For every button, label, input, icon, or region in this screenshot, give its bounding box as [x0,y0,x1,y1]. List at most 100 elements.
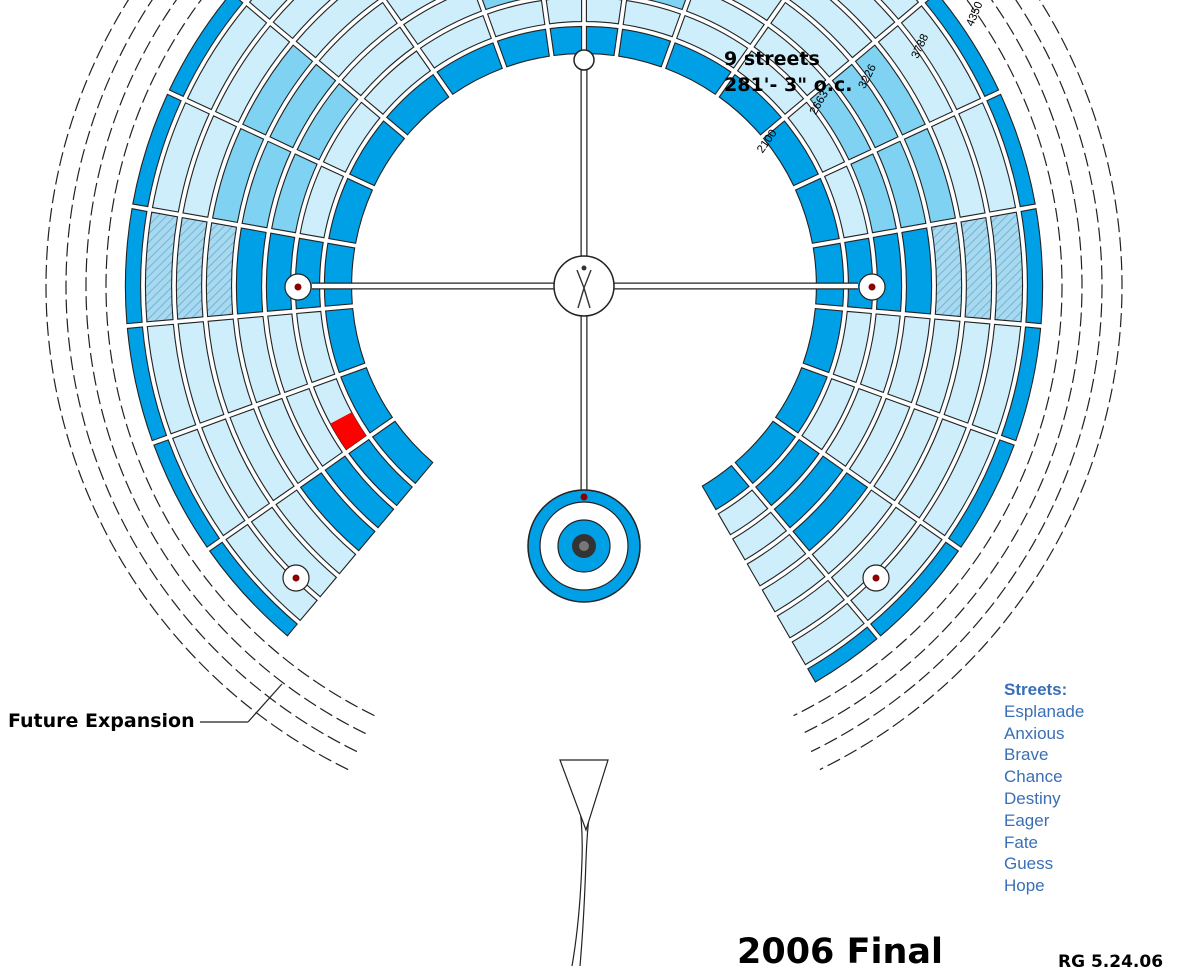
city-block [153,439,221,548]
city-block [900,5,982,111]
city-block [235,227,267,315]
city-block [832,310,872,384]
city-block [770,1,850,78]
city-block [257,397,320,485]
city-block [171,428,246,537]
city-block [385,0,437,22]
man-head-icon [581,265,587,271]
city-block [773,455,844,529]
city-block [151,102,210,213]
city-block [774,366,828,434]
city-block [960,216,993,320]
radial-roads [312,49,858,967]
city-block [736,50,805,115]
plaza-marker [294,283,302,291]
city-block [646,0,687,11]
city-block [296,310,336,384]
city-block [285,387,344,467]
city-block [299,165,345,239]
city-block [144,211,179,323]
city-block [947,439,1015,548]
city-block [791,602,865,666]
city-block [126,326,168,442]
city-block [299,472,376,552]
legend-street: Chance [1004,767,1063,787]
city-block [762,120,820,187]
city-block [295,0,380,59]
entrance-gate [559,759,609,832]
expansion-arc [105,0,1063,717]
city-block [830,506,918,598]
city-block [201,418,271,519]
city-block [943,321,991,424]
city-block [267,313,309,394]
city-block [248,0,288,20]
legend-street: Brave [1004,745,1049,765]
city-block [922,428,997,537]
street-spacing-label: 281'- 3" o.c. [724,74,853,96]
city-block [746,533,807,587]
city-block [340,366,394,434]
city-block [322,101,381,173]
city-block [850,523,943,622]
city-block [1000,326,1042,442]
city-block [328,177,374,244]
central-plaza [527,255,641,603]
legend-street: Esplanade [1004,701,1085,721]
street-count-label: 9 streets [724,48,820,70]
city-block [242,44,314,136]
city-block [341,26,415,97]
city-block [486,0,546,38]
city-block [897,418,967,519]
city-block [237,315,281,404]
city-block [734,420,797,485]
plaza-marker [292,574,300,582]
man-plaza [553,255,615,317]
city-block [211,127,265,224]
city-block [958,102,1017,213]
city-block [872,232,903,312]
legend-street: Eager [1004,810,1050,830]
temple-circle [573,49,595,71]
expansion-arc [85,0,1083,735]
city-block [915,318,961,414]
city-block [792,472,869,552]
city-block [403,0,483,46]
legend-street: Guess [1004,854,1054,874]
city-block [924,0,1000,98]
city-block [873,408,939,502]
city-block [348,438,413,507]
city-block [318,1,398,78]
city-block [930,115,986,218]
city-block [296,82,359,161]
city-block [269,63,337,149]
legend-street: Destiny [1004,788,1061,808]
city-block [664,42,732,96]
city-block [971,323,1022,435]
city-block [876,140,927,229]
city-block [177,321,225,424]
legend-street: Fate [1004,832,1039,852]
center-camp-hub [579,541,589,551]
legend-street: Anxious [1004,723,1065,743]
expansion-leader [247,683,283,723]
city-block [787,101,846,173]
city-block [824,387,883,467]
city-block [265,232,296,312]
city-block [811,489,893,575]
city-block [807,626,878,683]
city-block [675,14,749,69]
city-block [146,323,197,435]
city-block [496,28,550,68]
city-block [731,0,783,22]
city-block [836,0,896,40]
city-block [794,177,840,244]
legend-street: Hope [1004,876,1045,896]
city-block [812,242,845,307]
city-block [205,222,238,318]
street-legend: Streets: Esplanade Anxious Brave Chance … [1004,679,1084,897]
city-block [901,227,933,315]
city-block [887,315,931,404]
city-block [850,153,897,234]
